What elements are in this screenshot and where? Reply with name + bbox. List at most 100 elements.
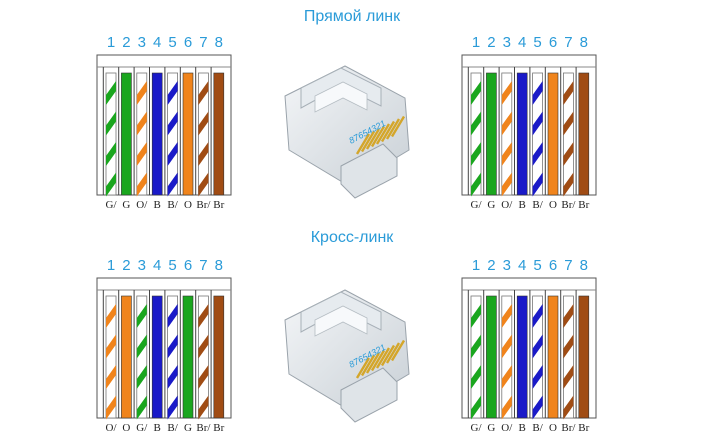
wire-stripe [501,365,512,389]
wire-stripe [532,334,543,359]
wire-stripe [471,81,481,105]
pin-number: 7 [564,34,572,51]
wire: O [179,67,194,211]
wire-solid [486,72,497,196]
wire-stripe [106,142,116,166]
plug-window [314,305,368,337]
plug-contact [365,352,381,374]
wire-label: B/ [532,199,543,211]
plug-contact [355,357,371,379]
wire-stripe [563,172,574,197]
wire-stripe [106,365,116,389]
wire-stripe [501,81,512,105]
wire-stripe [501,172,512,197]
wire-solid [213,72,225,196]
pin-number: 4 [153,257,161,274]
plug-boot [340,367,398,423]
wire-solid [516,295,528,419]
wire: O/ [498,290,513,434]
pin-number: 8 [215,34,223,51]
wire-label: O/ [501,199,513,211]
wire-solid [578,295,590,419]
pin-number: 5 [533,34,541,51]
wire: B/ [164,67,179,211]
pin-number: 5 [533,257,541,274]
pin-number: 8 [580,257,588,274]
wire: G [118,67,132,211]
wire: Br/ [560,67,576,211]
wire-label: B [154,199,161,211]
wire: G/ [133,290,148,434]
rj45-connector-icon: 87654321 [284,289,410,423]
wire-solid [516,72,528,196]
wire-label: G/ [106,199,118,211]
wire-solid [121,295,132,419]
plug-contact [370,125,386,148]
pin-number: 4 [518,34,526,51]
rj45-connector-icon: 87654321 [284,65,410,199]
wire: Br [210,67,225,211]
wire-stripe [471,172,481,197]
pin-number: 2 [122,257,130,274]
wire: B [149,290,163,434]
pin-number: 6 [549,34,557,51]
pin-number: 1 [107,257,115,274]
wire-stripe [198,172,209,197]
wire-stripe [106,172,116,197]
wire-label: Br [213,199,224,211]
wire-stripe [136,304,147,328]
wire-stripe [563,111,574,136]
wire: Br/ [560,290,576,434]
wire-stripe [198,334,209,359]
wire-stripe [167,111,178,136]
pin-number: 7 [199,257,207,274]
plug-contact [385,118,401,140]
wire: Br/ [195,290,211,434]
wire-label: B/ [167,199,178,211]
wire-stripe [471,111,481,136]
wire-stripe [136,111,147,136]
wire-label: Br/ [196,199,211,211]
wire-label: Br [578,199,589,211]
pin-number: 6 [184,257,192,274]
wire: B/ [529,67,544,211]
wire-stripe [198,304,209,328]
wire: Br [575,67,590,211]
wire-label: Br/ [561,422,576,434]
wire-label: G/ [136,422,148,434]
plug-contact [390,115,406,138]
wire-solid [547,295,559,419]
plug-latch [300,291,382,333]
plug-contact [390,339,406,362]
wire-stripe [563,365,574,389]
wire: Br/ [195,67,211,211]
wire-stripe [532,304,543,328]
pin-number: 8 [580,34,588,51]
wire-solid [182,295,194,419]
wire-stripe [471,142,481,166]
wire-label: O [549,199,557,211]
wire-solid [121,72,132,196]
plug-contact [360,130,376,153]
plug-contact [375,347,391,369]
wire-stripe [532,395,543,420]
wire-solid [486,295,497,419]
wire: O [544,290,559,434]
wire-stripe [471,304,481,328]
wire-label: O [184,199,192,211]
wire-stripe [563,304,574,328]
wire: G/ [467,67,482,211]
wire-label: O/ [501,422,513,434]
wire-solid [151,295,163,419]
pin-number: 3 [138,34,146,51]
plug-contact [375,123,391,145]
wire-solid [547,72,559,196]
wire-stripe [198,142,209,166]
wire: G [483,67,497,211]
wire-label: Br/ [561,199,576,211]
wire-stripe [136,365,147,389]
wire-stripe [471,365,481,389]
